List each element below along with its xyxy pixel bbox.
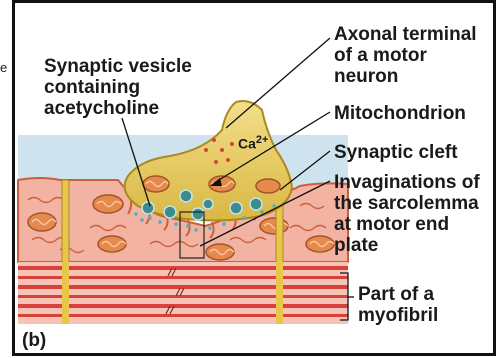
label-myofibril: Part of a myofibril [358,284,438,326]
label-calcium: Ca2+ [238,132,268,152]
label-synaptic-cleft: Synaptic cleft [334,142,458,163]
panel-label: (b) [22,330,46,351]
myofibril [18,262,348,324]
label-calcium-charge: 2+ [256,134,269,146]
label-mitochondrion: Mitochondrion [334,103,466,124]
label-axonal-terminal: Axonal terminal of a motor neuron [334,24,477,87]
label-invaginations: Invaginations of the sarcolemma at motor… [334,172,480,256]
label-synaptic-vesicle: Synaptic vesicle containing acetycholine [44,56,192,119]
